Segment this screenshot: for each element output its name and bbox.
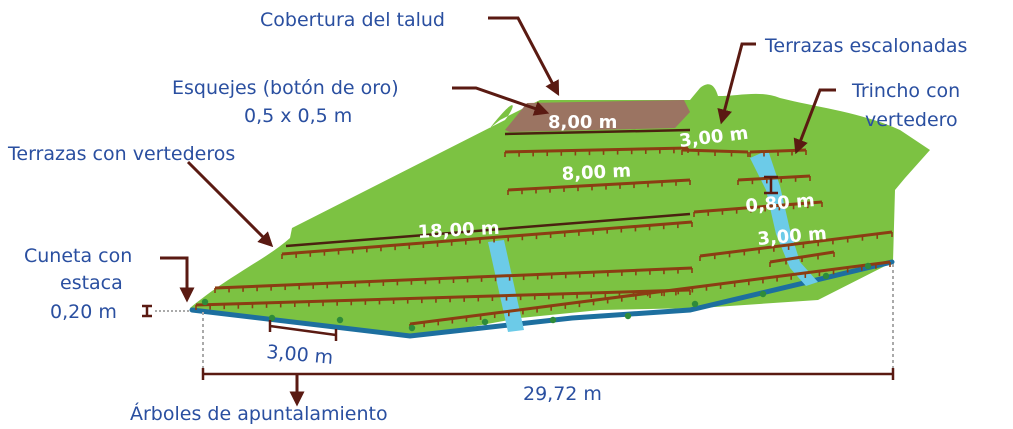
dim-second-terrace: 8,00 m xyxy=(561,160,631,185)
tree-dot xyxy=(201,298,209,306)
ditch-depth-bracket xyxy=(142,304,190,318)
slope-body xyxy=(190,84,930,338)
label-ditch-line1: Cuneta con xyxy=(24,245,132,267)
tree-dot xyxy=(549,316,557,324)
label-weir-line1: Trincho con xyxy=(851,80,960,102)
slope-base-line xyxy=(189,259,895,339)
tree-dot xyxy=(759,290,767,298)
water-channel-right xyxy=(750,150,818,286)
terrace-line xyxy=(504,146,689,154)
terraces xyxy=(195,128,893,329)
label-cuttings-line1: Esquejes (botón de oro) xyxy=(172,77,399,99)
tree-dot xyxy=(691,300,699,308)
terrace-line xyxy=(699,230,893,258)
label-support-trees: Árboles de apuntalamiento xyxy=(130,402,388,425)
terrace-line xyxy=(507,178,691,192)
terrace-line xyxy=(693,200,823,214)
tree-dot xyxy=(408,324,416,332)
arrow-ditch xyxy=(160,256,195,303)
dim-top-terrace: 8,00 m xyxy=(548,112,617,133)
terrace-edge xyxy=(504,128,691,136)
tree-dot xyxy=(481,318,489,326)
arrow-stepped-terraces xyxy=(717,42,756,125)
terrace-edge xyxy=(285,212,691,248)
label-slope-cover: Cobertura del talud xyxy=(260,9,445,31)
label-ditch-depth: 0,20 m xyxy=(50,301,117,323)
label-terraces-weirs: Terrazas con vertederos xyxy=(7,143,235,165)
tree-dot xyxy=(336,316,344,324)
terrace-line xyxy=(195,288,691,307)
callout-arrows xyxy=(160,16,836,407)
total-length-bracket xyxy=(201,264,895,380)
tree-dot xyxy=(822,272,830,280)
step-height-bracket xyxy=(764,175,778,195)
label-stepped-terraces: Terrazas escalonadas xyxy=(764,35,967,57)
dim-total-length: 29,72 m xyxy=(523,383,602,405)
label-ditch-line2: estaca xyxy=(60,272,123,294)
support-trees xyxy=(201,262,872,332)
arrow-terraces-weirs xyxy=(186,160,274,248)
dim-long-terrace: 18,00 m xyxy=(417,218,500,243)
arrow-cuttings xyxy=(452,86,550,116)
label-weir-line2: vertedero xyxy=(865,109,958,131)
tree-dot xyxy=(268,314,276,322)
arrow-slope-cover xyxy=(488,16,560,96)
slope-cover-soil xyxy=(505,100,690,132)
terrace-line xyxy=(281,220,693,256)
arrow-weir xyxy=(793,88,836,155)
label-cuttings-line2: 0,5 x 0,5 m xyxy=(244,105,352,127)
tree-dot xyxy=(624,312,632,320)
dim-tree-spacing: 3,00 m xyxy=(266,341,335,369)
tree-dot xyxy=(864,262,872,270)
tree-spacing-bracket xyxy=(268,320,338,341)
